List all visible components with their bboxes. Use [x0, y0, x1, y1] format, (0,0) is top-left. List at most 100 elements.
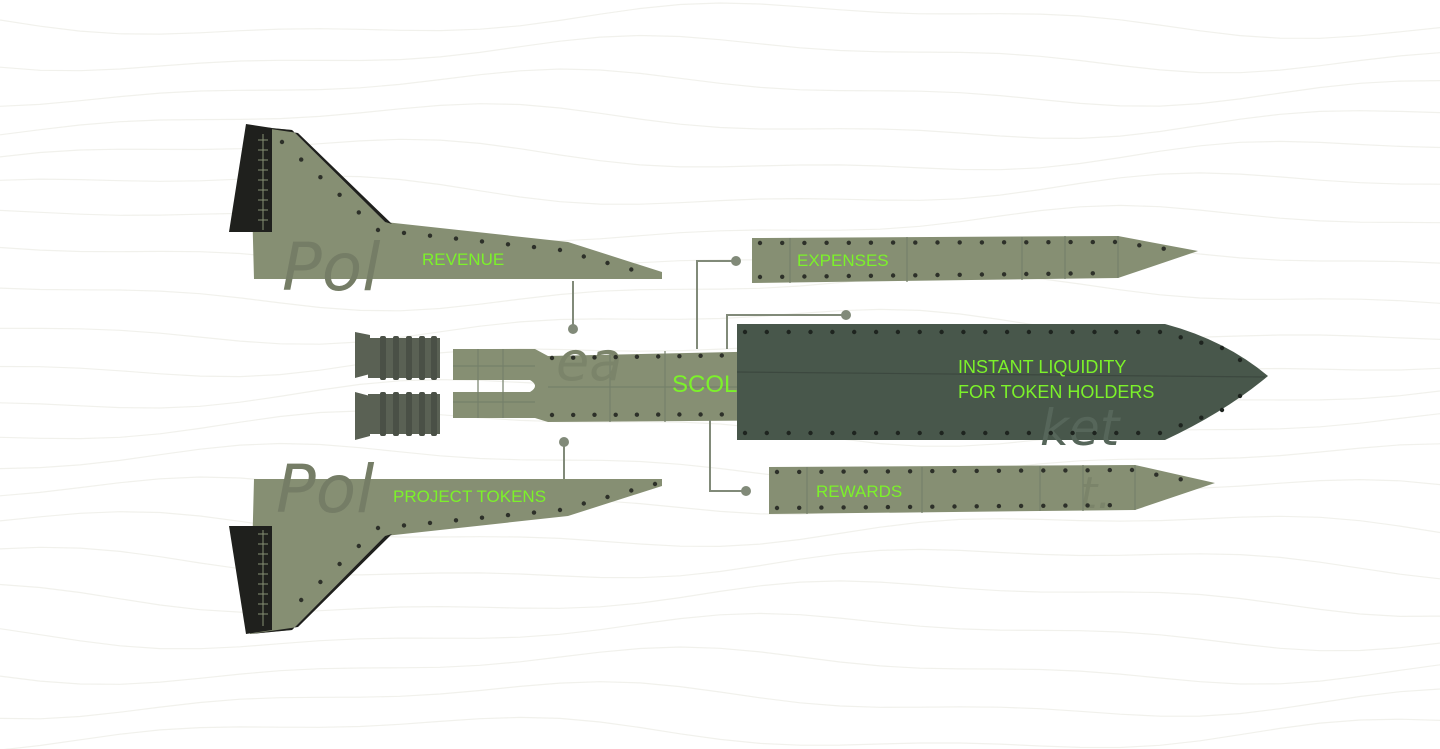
- contour-line: [0, 308, 1440, 345]
- rivet: [401, 230, 407, 236]
- rivet: [656, 412, 661, 417]
- rivet: [677, 412, 682, 417]
- rivet: [479, 239, 485, 244]
- rivet: [786, 329, 791, 335]
- rivet: [279, 139, 285, 145]
- rivet: [557, 247, 563, 253]
- rivet: [757, 274, 763, 280]
- nose-rivets: [742, 329, 1243, 436]
- rivet: [719, 353, 724, 358]
- rivet: [1136, 430, 1141, 436]
- nose-seam: [736, 371, 1266, 378]
- rivet: [996, 503, 1002, 509]
- rivet: [974, 504, 979, 509]
- bottom-fin-watermark: Pol: [276, 451, 375, 528]
- rewards-connector: [709, 420, 745, 492]
- rivet: [549, 355, 555, 361]
- rivet: [1107, 467, 1113, 473]
- rivet: [613, 412, 618, 417]
- top-fin-tail: [229, 124, 272, 232]
- rivet: [868, 273, 874, 278]
- rivet: [299, 157, 304, 162]
- rivet: [1018, 468, 1024, 473]
- rivet: [808, 430, 813, 436]
- rivet: [1041, 468, 1046, 473]
- rivet: [1004, 430, 1010, 436]
- rivet: [531, 244, 537, 250]
- nozzle-rib: [406, 336, 412, 380]
- contour-line: [0, 68, 1440, 107]
- rivet: [337, 192, 342, 197]
- rivet: [930, 504, 935, 509]
- upper-booster: [752, 236, 1198, 283]
- rivet: [1157, 329, 1163, 335]
- rivet: [873, 329, 879, 335]
- lower-booster-panels: [806, 465, 1136, 514]
- lower-booster-watermark: t.: [1080, 468, 1111, 519]
- rivet: [1048, 430, 1054, 436]
- rivet: [1068, 239, 1073, 245]
- rivet: [453, 236, 459, 241]
- nozzle-rib: [419, 336, 425, 380]
- rivet: [846, 273, 851, 279]
- bottom-fin-rivets: [299, 481, 658, 603]
- rivet: [505, 242, 511, 247]
- rivet: [356, 543, 361, 549]
- nozzle-ribs: [380, 336, 437, 436]
- rivet: [1114, 329, 1119, 335]
- rivet: [571, 355, 576, 360]
- contour-line: [0, 681, 1440, 720]
- rivet: [1090, 239, 1096, 245]
- rivet: [819, 469, 824, 474]
- rivet: [774, 505, 780, 511]
- rivet: [873, 430, 879, 436]
- rivet: [1026, 329, 1032, 335]
- rivet: [742, 430, 748, 436]
- contour-line: [3, 716, 1440, 749]
- expenses-connector: [696, 260, 735, 349]
- upper-nozzle: [355, 332, 370, 378]
- connector-dots: [559, 256, 851, 496]
- rivet: [890, 240, 896, 245]
- nozzle-rib: [419, 392, 425, 436]
- upper-booster-panels: [789, 236, 1119, 283]
- rivet: [356, 210, 361, 215]
- rivet: [774, 469, 780, 475]
- rivet: [808, 329, 813, 335]
- rivet: [895, 329, 901, 335]
- upper-booster-rivets: [757, 239, 1166, 280]
- rivet: [1112, 239, 1118, 245]
- rivet: [913, 240, 918, 245]
- rivet: [1041, 503, 1046, 508]
- rivet: [698, 353, 703, 358]
- rivet: [453, 518, 459, 523]
- rivet: [983, 329, 988, 335]
- rivet: [1178, 477, 1183, 482]
- rivet: [581, 254, 586, 259]
- rivet: [824, 274, 829, 279]
- rivet: [427, 233, 433, 238]
- contour-line: [0, 410, 1440, 447]
- rivet: [841, 505, 846, 510]
- rivet: [890, 273, 896, 278]
- rivet: [634, 412, 640, 417]
- rivet: [830, 329, 835, 335]
- rivet: [863, 469, 868, 474]
- contour-line: [0, 511, 1440, 548]
- rivet: [917, 430, 922, 436]
- bottom-fin: Pol: [229, 451, 662, 634]
- rivet: [1046, 271, 1051, 276]
- lower-booster: t.: [769, 465, 1215, 519]
- rivet: [780, 274, 785, 279]
- lower-booster-rivets: [774, 467, 1183, 511]
- core-label: SCOL: [672, 371, 737, 398]
- rivet: [1063, 503, 1068, 508]
- rivet: [1018, 503, 1024, 509]
- nose-watermark: ket: [1040, 399, 1122, 457]
- project-tokens-label: PROJECT TOKENS: [393, 487, 546, 506]
- contour-line: [0, 273, 1440, 312]
- rivet: [802, 274, 807, 279]
- contour-line: [0, 2, 1440, 39]
- connectors: [563, 260, 845, 492]
- rivet: [1178, 423, 1183, 428]
